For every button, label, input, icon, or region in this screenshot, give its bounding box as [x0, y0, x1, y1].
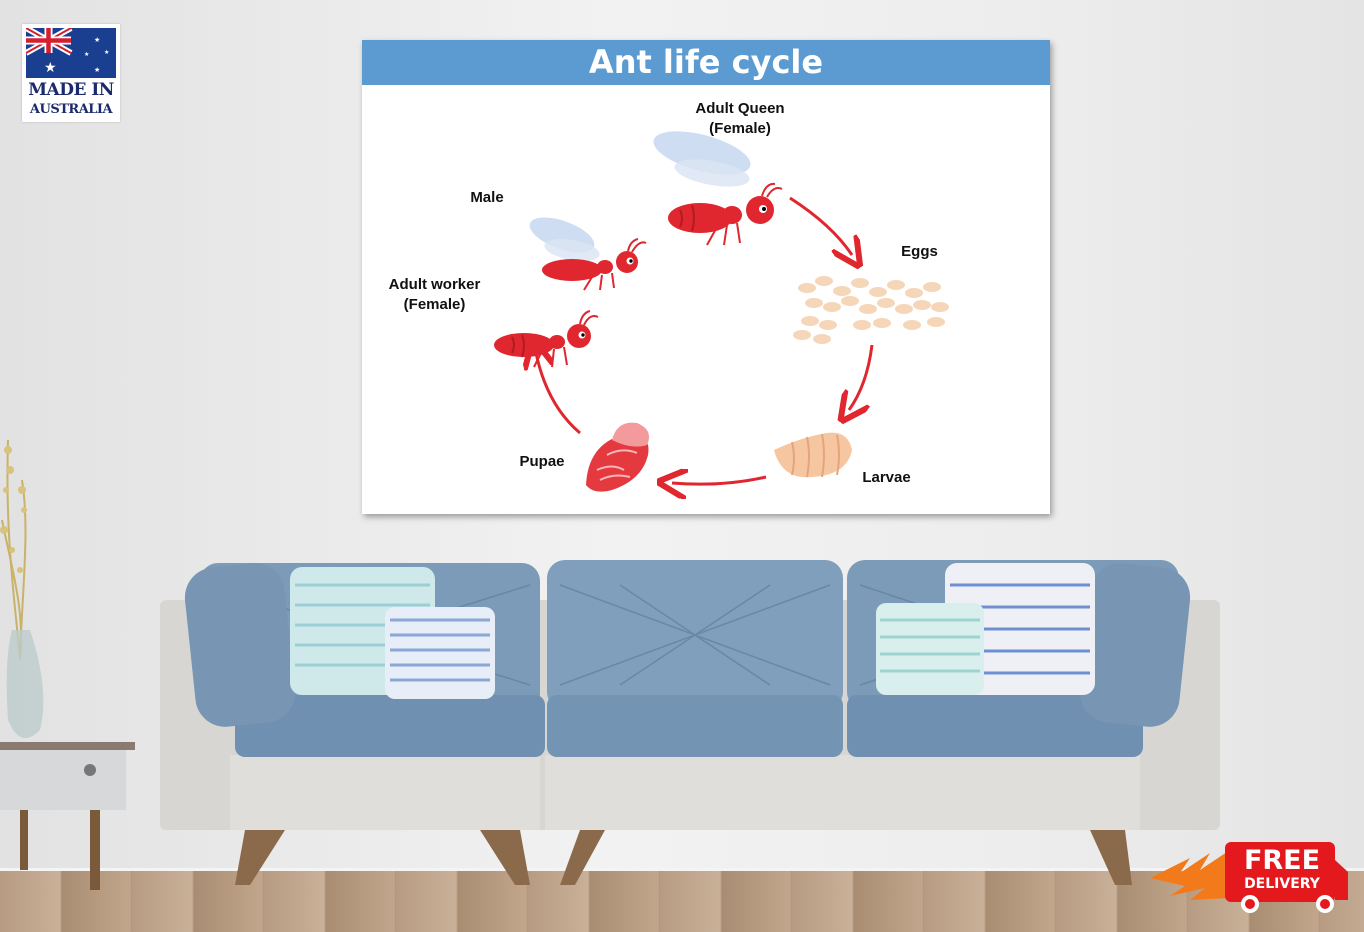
delivery-line2: DELIVERY [1232, 876, 1332, 892]
svg-text:★: ★ [84, 51, 89, 58]
stage-label-larvae: Larvae [854, 468, 919, 488]
side-table [0, 740, 135, 890]
dried-plant-vase [0, 420, 60, 750]
blue-sofa [150, 555, 1230, 890]
svg-text:★: ★ [94, 36, 100, 44]
stage-label-worker: Adult worker (Female) [372, 275, 497, 315]
queen-label-line2: (Female) [680, 119, 800, 139]
arrow-queen-to-eggs [790, 198, 852, 255]
male-ant-illustration [525, 210, 646, 290]
worker-ant-illustration [494, 311, 598, 367]
larvae-illustration [774, 433, 852, 478]
arrow-pupae-to-worker [536, 353, 580, 433]
poster-title: Ant life cycle [362, 40, 1050, 85]
svg-text:★: ★ [104, 49, 109, 56]
worker-label-line2: (Female) [372, 295, 497, 315]
pupae-illustration [586, 423, 649, 492]
queen-label-line1: Adult Queen [680, 99, 800, 119]
free-delivery-label: FREE DELIVERY [1232, 846, 1332, 892]
badge-line-1: MADE IN [22, 80, 120, 100]
svg-text:★: ★ [44, 60, 57, 76]
stage-label-pupae: Pupae [512, 452, 572, 472]
queen-ant-illustration [649, 123, 782, 245]
badge-line-2: AUSTRALIA [22, 102, 120, 117]
delivery-line1: FREE [1232, 846, 1332, 876]
stage-label-queen: Adult Queen (Female) [680, 99, 800, 139]
stage-label-eggs: Eggs [892, 242, 947, 262]
australian-flag-icon: ★ ★ ★ ★ ★ [26, 28, 116, 78]
stage-label-male: Male [462, 188, 512, 208]
eggs-illustration [793, 276, 949, 344]
worker-label-line1: Adult worker [372, 275, 497, 295]
ant-life-cycle-canvas: Ant life cycle [362, 40, 1050, 514]
arrow-larvae-to-pupae [672, 477, 766, 484]
made-in-australia-badge: ★ ★ ★ ★ ★ MADE IN AUSTRALIA [22, 24, 120, 122]
arrow-eggs-to-larvae [849, 345, 872, 410]
svg-text:★: ★ [94, 66, 100, 74]
